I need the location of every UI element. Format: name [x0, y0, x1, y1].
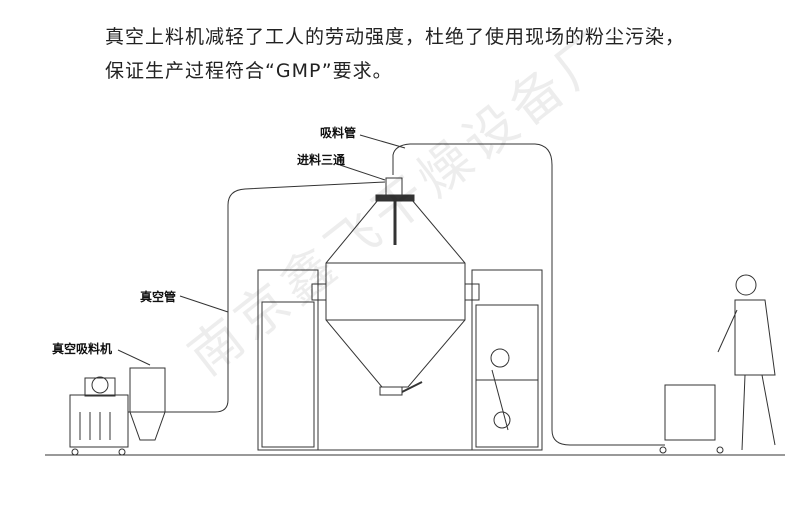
label-feed-tee: 进料三通 — [297, 153, 346, 167]
vacuum-loader-body — [69, 394, 129, 448]
label-vacuum-pipe: 真空管 — [140, 290, 177, 304]
caption-line-1: 真空上料机减轻了工人的劳动强度，杜绝了使用现场的粉尘污染， — [105, 26, 686, 48]
worker-figure — [717, 274, 776, 451]
label-suction-pipe: 吸料管 — [320, 126, 357, 140]
discharge-valve — [379, 386, 403, 396]
feed-hopper — [664, 384, 716, 441]
caption-line-2: 保证生产过程符合“GMP”要求。 — [105, 60, 393, 82]
double-cone-vessel — [325, 199, 466, 388]
right-frame — [471, 269, 543, 451]
vacuum-pipe — [128, 181, 386, 413]
suction-pipe — [392, 143, 665, 446]
label-vacuum-loader: 真空吸料机 — [52, 342, 113, 356]
